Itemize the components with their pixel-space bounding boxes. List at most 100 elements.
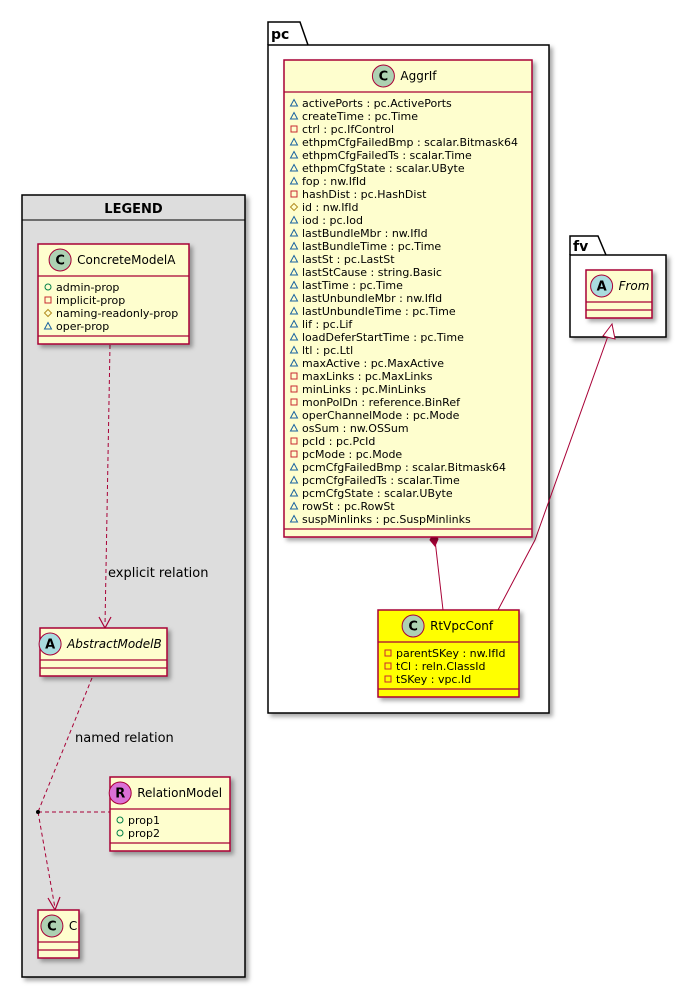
- class-name: RtVpcConf: [430, 619, 494, 633]
- stereotype-letter: A: [597, 280, 607, 295]
- visibility-private-icon: [384, 649, 392, 657]
- visibility-package-icon: [289, 306, 299, 315]
- class-attribute: oper-prop: [43, 320, 109, 333]
- class-attribute: maxLinks : pc.MaxLinks: [290, 370, 433, 383]
- class-box: [39, 627, 168, 677]
- stereotype-letter: C: [408, 620, 418, 635]
- visibility-package-icon: [289, 501, 299, 510]
- attribute-text: pcMode : pc.Mode: [302, 448, 402, 461]
- visibility-package-icon: [289, 163, 299, 172]
- class-attribute: lastSt : pc.LastSt: [289, 253, 395, 266]
- class-attribute: maxActive : pc.MaxActive: [289, 357, 444, 370]
- class-attribute: suspMinlinks : pc.SuspMinlinks: [289, 513, 471, 526]
- attribute-text: pcmCfgFailedBmp : scalar.Bitmask64: [302, 461, 506, 474]
- legend-title: LEGEND: [104, 202, 163, 217]
- class-attribute: ethpmCfgState : scalar.UByte: [289, 162, 465, 175]
- class-attribute: naming-readonly-prop: [43, 307, 178, 320]
- stereotype-circle-icon: [48, 248, 72, 272]
- pc-relations: [429, 322, 616, 611]
- class-attribute: tSKey : vpc.Id: [384, 673, 471, 686]
- visibility-public-icon: [116, 829, 124, 837]
- class-attribute: ctrl : pc.IfControl: [290, 123, 394, 136]
- stereotype-letter: A: [45, 638, 55, 653]
- attribute-text: admin-prop: [56, 281, 119, 294]
- explicit-relation-label: explicit relation: [108, 566, 208, 581]
- class-attribute: admin-prop: [44, 281, 119, 294]
- visibility-protected-icon: [289, 202, 299, 212]
- attribute-text: ethpmCfgFailedBmp : scalar.Bitmask64: [302, 136, 518, 149]
- visibility-protected-icon: [43, 308, 53, 318]
- attribute-text: lastUnbundleMbr : nw.IfId: [302, 292, 442, 305]
- visibility-package-icon: [289, 137, 299, 146]
- attribute-text: suspMinlinks : pc.SuspMinlinks: [302, 513, 471, 526]
- stereotype-circle-icon: [108, 781, 132, 805]
- visibility-package-icon: [43, 321, 53, 330]
- class-attribute: ethpmCfgFailedTs : scalar.Time: [289, 149, 472, 162]
- class-attribute: prop2: [116, 827, 160, 840]
- class-attribute: hashDist : pc.HashDist: [290, 188, 427, 201]
- visibility-private-icon: [290, 372, 298, 380]
- visibility-package-icon: [289, 267, 299, 276]
- class-name: AggrIf: [400, 69, 437, 83]
- attribute-text: loadDeferStartTime : pc.Time: [302, 331, 464, 344]
- stereotype-letter: C: [55, 254, 65, 269]
- class-attribute: pcMode : pc.Mode: [290, 448, 402, 461]
- class-attribute: iod : pc.Iod: [289, 214, 363, 227]
- attribute-text: operChannelMode : pc.Mode: [302, 409, 460, 422]
- attribute-text: rowSt : pc.RowSt: [302, 500, 395, 513]
- attribute-text: fop : nw.IfId: [302, 175, 366, 188]
- pc-package-title: pc: [271, 27, 289, 43]
- class-attribute: operChannelMode : pc.Mode: [289, 409, 460, 422]
- visibility-package-icon: [289, 423, 299, 432]
- attribute-text: parentSKey : nw.IfId: [396, 647, 505, 660]
- attribute-text: lastStCause : string.Basic: [302, 266, 442, 279]
- attribute-text: ltl : pc.Ltl: [302, 344, 353, 357]
- stereotype-circle-icon: [371, 64, 395, 88]
- attribute-text: iod : pc.Iod: [302, 214, 363, 227]
- class-attribute: pcmCfgState : scalar.UByte: [289, 487, 453, 500]
- visibility-private-icon: [290, 450, 298, 458]
- attribute-text: lastSt : pc.LastSt: [302, 253, 395, 266]
- class-attribute: parentSKey : nw.IfId: [384, 647, 505, 660]
- attribute-text: tSKey : vpc.Id: [396, 673, 471, 686]
- visibility-package-icon: [289, 488, 299, 497]
- class-attribute: pcId : pc.PcId: [290, 435, 375, 448]
- stereotype-letter: C: [379, 70, 389, 85]
- visibility-package-icon: [289, 319, 299, 328]
- attribute-text: prop2: [128, 827, 160, 840]
- visibility-package-icon: [289, 475, 299, 484]
- visibility-package-icon: [289, 241, 299, 250]
- class-attribute: monPolDn : reference.BinRef: [290, 396, 461, 409]
- attribute-text: ctrl : pc.IfControl: [302, 123, 394, 136]
- visibility-package-icon: [289, 358, 299, 367]
- class-attribute: pcmCfgFailedBmp : scalar.Bitmask64: [289, 461, 506, 474]
- visibility-package-icon: [289, 254, 299, 263]
- attribute-text: pcId : pc.PcId: [302, 435, 375, 448]
- visibility-private-icon: [44, 296, 52, 304]
- class-attribute: pcmCfgFailedTs : scalar.Time: [289, 474, 460, 487]
- attribute-text: maxLinks : pc.MaxLinks: [302, 370, 433, 383]
- visibility-package-icon: [289, 462, 299, 471]
- visibility-private-icon: [290, 190, 298, 198]
- class-attribute: lif : pc.Lif: [289, 318, 353, 331]
- visibility-private-icon: [290, 125, 298, 133]
- visibility-package-icon: [289, 111, 299, 120]
- visibility-package-icon: [289, 345, 299, 354]
- named-relation-label: named relation: [75, 731, 174, 746]
- class-attribute: lastBundleMbr : nw.IfId: [289, 227, 428, 240]
- attribute-text: pcmCfgFailedTs : scalar.Time: [302, 474, 460, 487]
- fv-package-title: fv: [573, 239, 588, 255]
- attribute-text: pcmCfgState : scalar.UByte: [302, 487, 453, 500]
- class-attribute: lastBundleTime : pc.Time: [289, 240, 441, 253]
- attribute-text: minLinks : pc.MinLinks: [302, 383, 426, 396]
- legend-relations: explicit relation named relation: [36, 344, 208, 912]
- attribute-text: hashDist : pc.HashDist: [302, 188, 427, 201]
- attribute-text: lastBundleMbr : nw.IfId: [302, 227, 428, 240]
- class-attribute: ethpmCfgFailedBmp : scalar.Bitmask64: [289, 136, 518, 149]
